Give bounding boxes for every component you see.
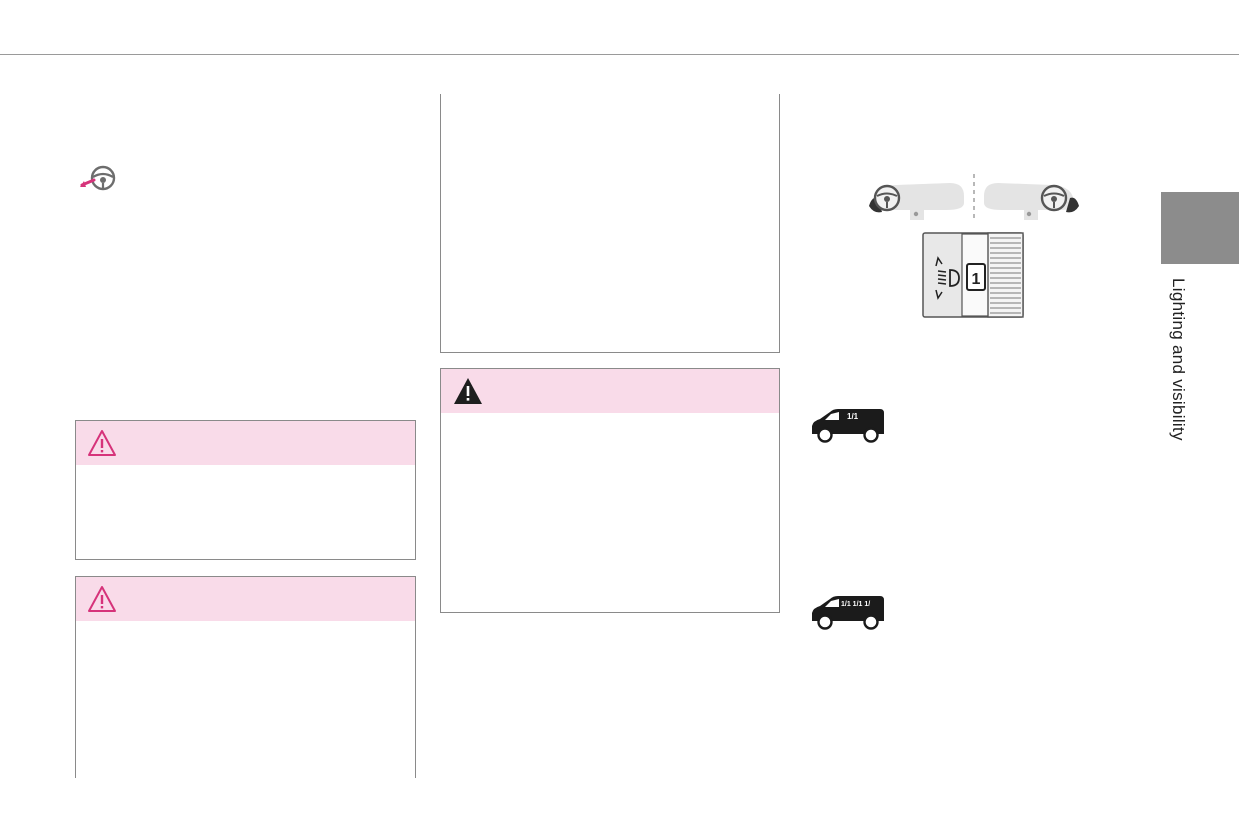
headlamp-adjustment-illustration: 1: [869, 174, 1079, 318]
warning-triangle-outline-icon: [88, 430, 116, 456]
left-hand-drive-dashboard: [869, 183, 964, 220]
van-3-seat-row-icon: 1/1 1/1 1/: [812, 596, 884, 630]
warning-box-1: [75, 420, 416, 560]
warning-box-2: [75, 576, 416, 778]
danger-box: [440, 368, 780, 613]
right-hand-drive-dashboard: [984, 183, 1079, 220]
chapter-tab-marker: [1161, 192, 1239, 264]
header-rule: [0, 54, 1239, 55]
warning-triangle-filled-icon: [454, 378, 482, 404]
svg-text:1/1 1/1 1/: 1/1 1/1 1/: [841, 601, 870, 608]
continued-notice-box: [440, 94, 780, 353]
warning-box-2-header: [76, 577, 415, 621]
chapter-tab-label: Lighting and visibility: [1169, 278, 1188, 441]
warning-box-1-header: [76, 421, 415, 465]
danger-box-header: [441, 369, 779, 413]
warning-triangle-outline-icon: [88, 586, 116, 612]
svg-text:1/1: 1/1: [847, 412, 859, 421]
van-2-seat-row-icon: 1/1: [812, 409, 884, 443]
steering-wheel-stalk-icon: [80, 165, 116, 191]
dial-position-label: 1: [972, 271, 981, 288]
headlamp-adjustment-dial-icon: 1: [922, 232, 1024, 318]
